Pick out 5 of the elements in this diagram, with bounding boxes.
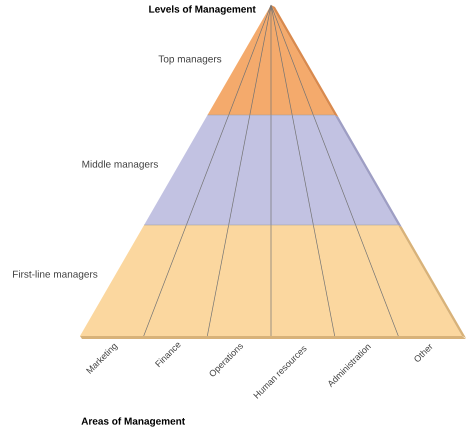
pyramid-band: Middle managers	[82, 115, 402, 227]
axis-title: Areas of Management	[81, 417, 185, 427]
pyramid-band: First-line managers	[13, 225, 466, 339]
title: Levels of Management	[149, 5, 256, 15]
node-label: Middle managers	[82, 160, 158, 170]
